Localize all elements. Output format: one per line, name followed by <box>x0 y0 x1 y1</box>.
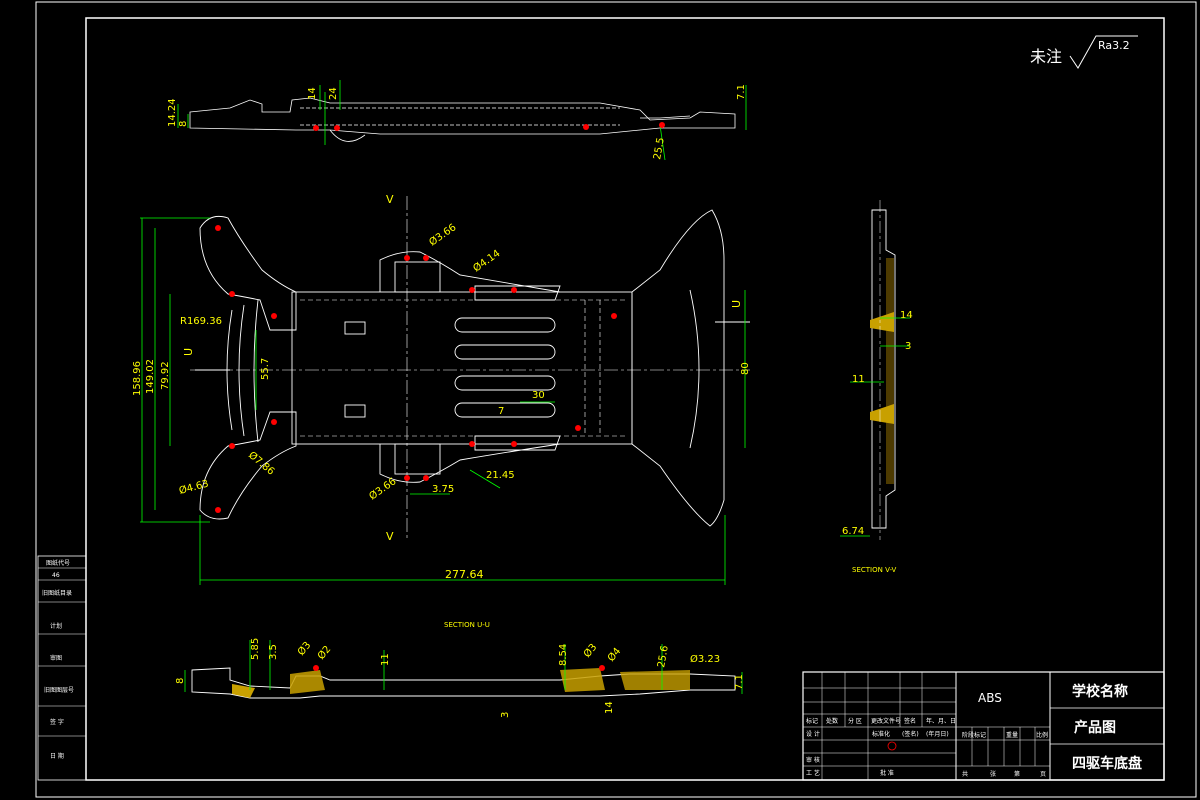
outer-frame <box>35 1 1197 798</box>
tb-stage: 阶段标记 <box>962 731 986 739</box>
dim-277-64: 277.64 <box>445 568 484 581</box>
title-block-text: ABS 学校名称 产品图 四驱车底盘 标记 处数 分 区 更改文件号 签名 年、… <box>806 683 1142 778</box>
dim-side-14: 14 <box>900 310 913 321</box>
dim-55-7: 55.7 <box>260 358 271 380</box>
dim-14: 14 <box>307 87 318 100</box>
note-label: 未注 <box>1030 47 1062 66</box>
dim-d3-66-bottom: Ø3.66 <box>367 475 399 502</box>
strip-date: 日 期 <box>50 752 64 760</box>
tb-sheets: 张 <box>990 770 996 778</box>
tb-h-sign: 签名 <box>904 717 916 725</box>
tb-part-name: 四驱车底盘 <box>1072 755 1142 772</box>
dim-bottom-8: 8 <box>175 678 186 684</box>
dim-80: 80 <box>740 362 751 375</box>
dim-3-75: 3.75 <box>432 484 454 495</box>
tb-h-change-doc: 更改文件号 <box>871 717 901 725</box>
dim-r169-36: R169.36 <box>180 316 222 327</box>
dim-d3-66-top: Ø3.66 <box>427 221 459 248</box>
dim-5-85: 5.85 <box>250 638 261 660</box>
tb-h-count: 处数 <box>826 717 838 725</box>
plan-view <box>190 196 750 540</box>
dim-bottom-3: 3 <box>500 712 511 718</box>
section-u-u: 5.85 3.5 Ø3 Ø2 11 8.54 Ø3 Ø4 25.6 Ø3.23 … <box>175 638 745 718</box>
strip-plan: 计划 <box>50 622 62 630</box>
dim-8: 8 <box>178 121 189 127</box>
top-view-holes <box>313 122 665 131</box>
dim-7-1: 7.1 <box>736 84 747 100</box>
dim-158-96: 158.96 <box>132 361 143 396</box>
section-markers: V V U U <box>182 193 743 543</box>
tb-scale: 比例 <box>1036 731 1048 739</box>
strip-review: 审图 <box>50 654 62 662</box>
dim-30: 30 <box>532 390 545 401</box>
roughness-value: Ra3.2 <box>1098 39 1130 52</box>
roughness-note: 未注 Ra3.2 <box>1030 35 1138 69</box>
dim-8-54: 8.54 <box>558 644 569 666</box>
title-section-uu: SECTION U-U <box>444 621 490 629</box>
tb-drawing-type: 产品图 <box>1074 719 1116 736</box>
dim-side-6-74: 6.74 <box>842 526 864 537</box>
inner-frame <box>85 17 1165 781</box>
tb-craft: 工 艺 <box>806 769 820 777</box>
left-strip: 图纸代号 46 旧图纸目录 计划 审图 旧图图层号 签 字 日 期 <box>37 555 87 781</box>
section-v-v: 14 3 11 6.74 SECTION V-V <box>840 200 913 574</box>
dim-25-6: 25.6 <box>656 645 671 669</box>
dim-d4: Ø4 <box>605 645 623 664</box>
dim-bottom-11: 11 <box>380 653 391 666</box>
dim-21-45: 21.45 <box>486 470 515 481</box>
tb-sign: (签名) <box>902 730 919 738</box>
strip-old-catalog: 旧图纸目录 <box>42 589 72 597</box>
dim-25-5: 25.5 <box>652 137 667 161</box>
strip-46: 46 <box>52 572 60 579</box>
dim-d2: Ø2 <box>315 643 333 662</box>
dim-bottom-14: 14 <box>604 701 615 714</box>
tb-review: 审 核 <box>806 756 820 764</box>
marker-v-bottom: V <box>386 530 394 543</box>
dim-d3-right: Ø3 <box>581 641 599 660</box>
plan-view-dims <box>140 217 746 585</box>
dim-149-02: 149.02 <box>145 359 156 394</box>
dim-d3-23: Ø3.23 <box>690 653 720 665</box>
tb-h-zone: 分 区 <box>848 717 862 725</box>
strip-signature: 签 字 <box>50 718 64 726</box>
tb-weight: 重量 <box>1006 731 1018 739</box>
dim-24: 24 <box>328 87 339 100</box>
top-view-dims: 14.24 8 14 24 7.1 25.5 <box>167 80 747 161</box>
marker-u-right: U <box>730 300 743 308</box>
strip-layer-no: 旧图图层号 <box>44 687 74 694</box>
dim-d7-86: Ø7.86 <box>246 449 277 478</box>
tb-no: 第 <box>1014 770 1020 778</box>
dim-14-24: 14.24 <box>167 98 178 127</box>
strip-drawing-code: 图纸代号 <box>46 559 70 567</box>
dim-bottom-7-1: 7.1 <box>734 674 745 690</box>
tb-approve: 批 准 <box>880 769 894 777</box>
top-view <box>189 92 736 145</box>
plan-view-dim-text: 158.96 149.02 79.92 55.7 R169.36 Ø3.66 Ø… <box>132 221 751 581</box>
dim-79-92: 79.92 <box>160 361 171 390</box>
dim-d4-14: Ø4.14 <box>471 247 503 274</box>
marker-v-top: V <box>386 193 394 206</box>
tb-std: 标准化 <box>872 730 890 738</box>
tb-date: (年月日) <box>926 730 949 738</box>
tb-page: 页 <box>1040 771 1046 778</box>
marker-u-left: U <box>182 348 195 356</box>
title-section-vv: SECTION V-V <box>852 566 897 574</box>
tb-total: 共 <box>962 770 968 778</box>
title-block <box>802 671 1165 781</box>
roughness-symbol <box>1069 35 1138 69</box>
tb-design: 设 计 <box>806 730 820 738</box>
dim-3-5: 3.5 <box>268 644 279 660</box>
plan-view-holes <box>215 225 617 513</box>
tb-school: 学校名称 <box>1072 683 1128 700</box>
dim-7: 7 <box>498 406 504 417</box>
dim-d3-left: Ø3 <box>295 639 313 658</box>
tb-h-mark: 标记 <box>806 717 818 725</box>
tb-material: ABS <box>978 691 1002 705</box>
dim-side-11: 11 <box>852 374 865 385</box>
dim-d4-63: Ø4.63 <box>178 478 210 497</box>
tb-h-date: 年、月、日 <box>926 717 956 725</box>
dim-side-3: 3 <box>905 341 911 352</box>
